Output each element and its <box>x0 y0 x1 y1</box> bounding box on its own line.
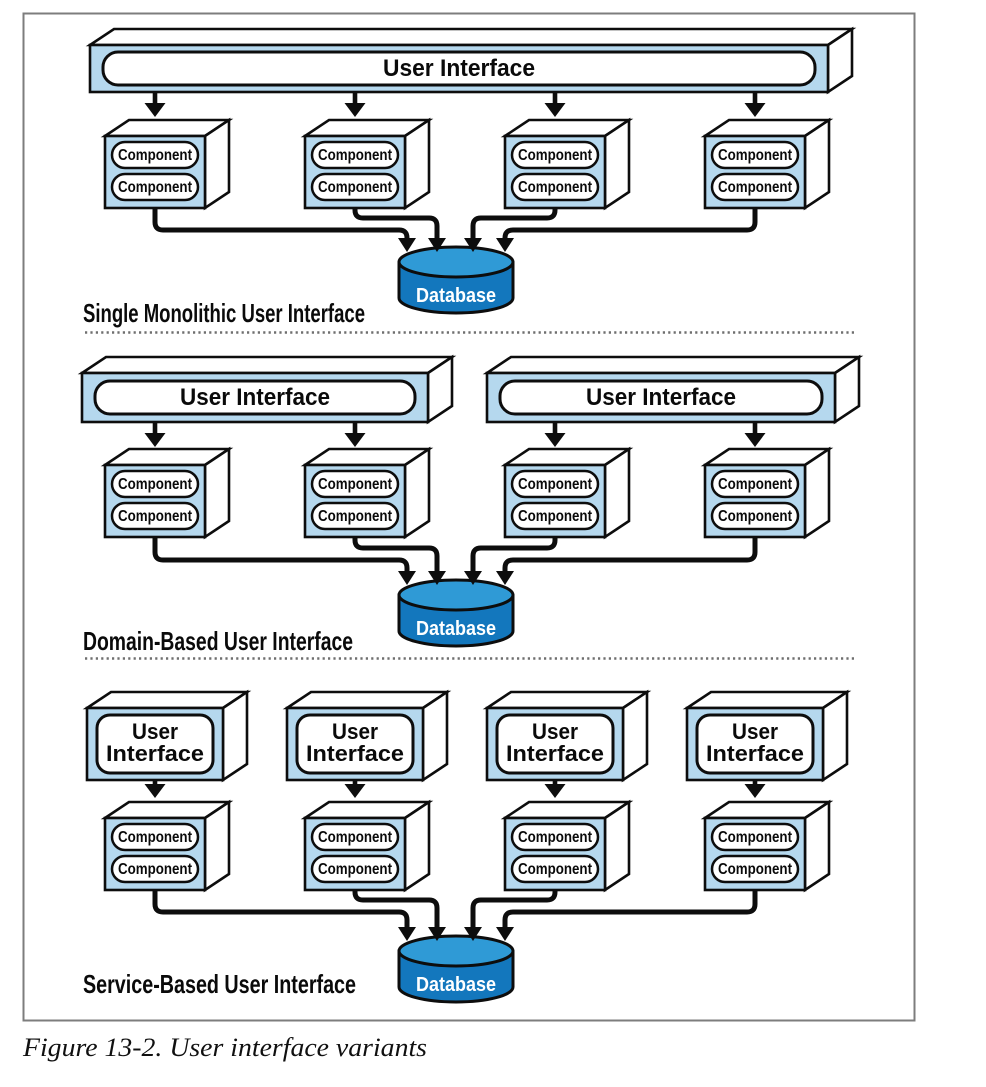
connector <box>352 208 440 238</box>
component-label: Component <box>518 179 593 196</box>
arrowhead-icon <box>428 238 446 252</box>
ui-box-label-line2: Interface <box>506 741 604 766</box>
arrowhead-icon <box>428 571 446 585</box>
arrowhead-icon <box>398 238 416 252</box>
down-arrow-icon <box>145 92 166 117</box>
component-labels: Component Component Component Component … <box>118 147 793 196</box>
ui-box-label-line1: User <box>132 719 178 744</box>
arrowhead-icon <box>496 571 514 585</box>
ui-box: User Interface <box>85 26 857 95</box>
connector <box>152 890 410 927</box>
down-arrow-icon <box>145 780 166 798</box>
down-arrow-icon <box>545 780 566 798</box>
component-label: Component <box>118 829 193 846</box>
arrowhead-icon <box>464 571 482 585</box>
component-label: Component <box>118 508 193 525</box>
arrowhead-icon <box>496 238 514 252</box>
component-label: Component <box>118 861 193 878</box>
section-title: Domain-Based User Interface <box>83 626 353 656</box>
down-arrow-icon <box>745 780 766 798</box>
connector <box>502 208 758 239</box>
component-label: Component <box>318 147 393 164</box>
ui-box-label-line1: User <box>732 719 778 744</box>
down-arrow-icon <box>145 422 166 447</box>
arrowhead-icon <box>464 238 482 252</box>
ui-box-label-line2: Interface <box>106 741 204 766</box>
down-arrow-icon <box>345 92 366 117</box>
down-arrow-icon <box>745 422 766 447</box>
ui-box-label-line1: User <box>332 719 378 744</box>
component-label: Component <box>118 147 193 164</box>
down-arrow-icon <box>545 92 566 117</box>
component-label: Component <box>718 861 793 878</box>
component-label: Component <box>518 861 593 878</box>
component-labels: Component Component Component Component … <box>118 476 793 525</box>
connector <box>352 537 440 571</box>
ui-box: User Interface <box>77 354 457 425</box>
component-label: Component <box>718 476 793 493</box>
ui-box-label: User Interface <box>383 55 535 82</box>
box-top-face <box>85 27 857 47</box>
arrowhead-icon <box>496 927 514 941</box>
section-single-monolithic: User Interface Component Component Compo… <box>83 26 857 334</box>
ui-box-label-line2: Interface <box>706 741 804 766</box>
database-label: Database <box>416 285 496 307</box>
component-label: Component <box>318 829 393 846</box>
component-label: Component <box>718 179 793 196</box>
connectors <box>152 890 758 941</box>
connectors <box>152 208 758 252</box>
component-label: Component <box>518 476 593 493</box>
figure-border <box>22 12 916 1022</box>
component-label: Component <box>718 147 793 164</box>
connector <box>352 890 440 927</box>
component-label: Component <box>318 476 393 493</box>
component-label: Component <box>518 147 593 164</box>
database-label: Database <box>416 974 496 996</box>
connectors <box>152 537 758 585</box>
connector <box>502 537 758 571</box>
ui-box-panel <box>498 379 824 416</box>
connector <box>152 537 410 571</box>
down-arrow-icon <box>745 92 766 117</box>
component-label: Component <box>318 179 393 196</box>
connector <box>470 890 558 927</box>
ui-box-labels: User Interface User Interface User Inter… <box>106 719 804 766</box>
arrowhead-icon <box>398 927 416 941</box>
component-label: Component <box>518 829 593 846</box>
database-label: Database <box>416 618 496 640</box>
connector <box>470 537 558 571</box>
ui-box-panel <box>93 379 417 416</box>
component-label: Component <box>318 861 393 878</box>
section-service-based: User Interface User Interface User Inter… <box>83 690 849 1004</box>
section-title: Single Monolithic User Interface <box>83 298 365 328</box>
component-label: Component <box>118 476 193 493</box>
arrowhead-icon <box>428 927 446 941</box>
section-title: Service-Based User Interface <box>83 969 356 999</box>
component-label: Component <box>318 508 393 525</box>
ui-box-label-line1: User <box>532 719 578 744</box>
ui-box-label: User Interface <box>586 384 736 411</box>
down-arrow-icon <box>545 422 566 447</box>
ui-box: User Interface <box>482 354 864 425</box>
component-label: Component <box>118 179 193 196</box>
arrowhead-icon <box>398 571 416 585</box>
component-label: Component <box>518 508 593 525</box>
connector <box>470 208 558 238</box>
section-domain-based: User Interface User Interface Component … <box>77 354 864 660</box>
component-label: Component <box>718 508 793 525</box>
connector <box>502 890 758 927</box>
ui-box-label-line2: Interface <box>306 741 404 766</box>
connector <box>152 208 410 239</box>
ui-box-label: User Interface <box>180 384 330 411</box>
figure-caption: Figure 13-2. User interface variants <box>22 1033 427 1062</box>
component-label: Component <box>718 829 793 846</box>
ui-box-panel <box>101 50 817 87</box>
down-arrow-icon <box>345 422 366 447</box>
component-labels: Component Component Component Component … <box>118 829 793 878</box>
down-arrow-icon <box>345 780 366 798</box>
arrowhead-icon <box>464 927 482 941</box>
